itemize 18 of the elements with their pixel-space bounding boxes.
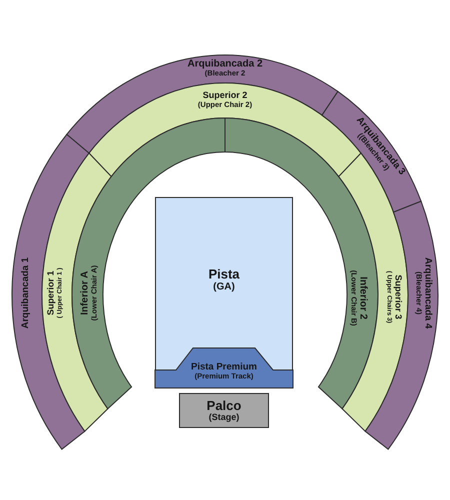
section-name: Arquibancada 4 xyxy=(422,257,432,329)
seating-section xyxy=(42,153,112,432)
section-name: Pista xyxy=(208,267,240,282)
section-name: Arquibancada 2 xyxy=(187,58,263,70)
section-name: Superior 3 xyxy=(392,274,403,320)
section-name: Inferior 2 xyxy=(358,276,369,320)
seating-section xyxy=(12,134,90,450)
floor-section xyxy=(155,197,293,388)
stage-block xyxy=(179,393,269,428)
section-name: Superior 1 xyxy=(46,270,56,316)
section-name: Pista Premium xyxy=(191,362,257,373)
section-note: (Stage) xyxy=(208,413,240,424)
section-name: Palco xyxy=(206,398,242,414)
premium-floor-section xyxy=(155,348,293,388)
section-name: Inferior A xyxy=(79,270,90,316)
section-note: (GA) xyxy=(213,282,235,293)
section-name: Superior 2 xyxy=(202,90,248,101)
section-name: Arquibancada 1 xyxy=(20,257,32,329)
